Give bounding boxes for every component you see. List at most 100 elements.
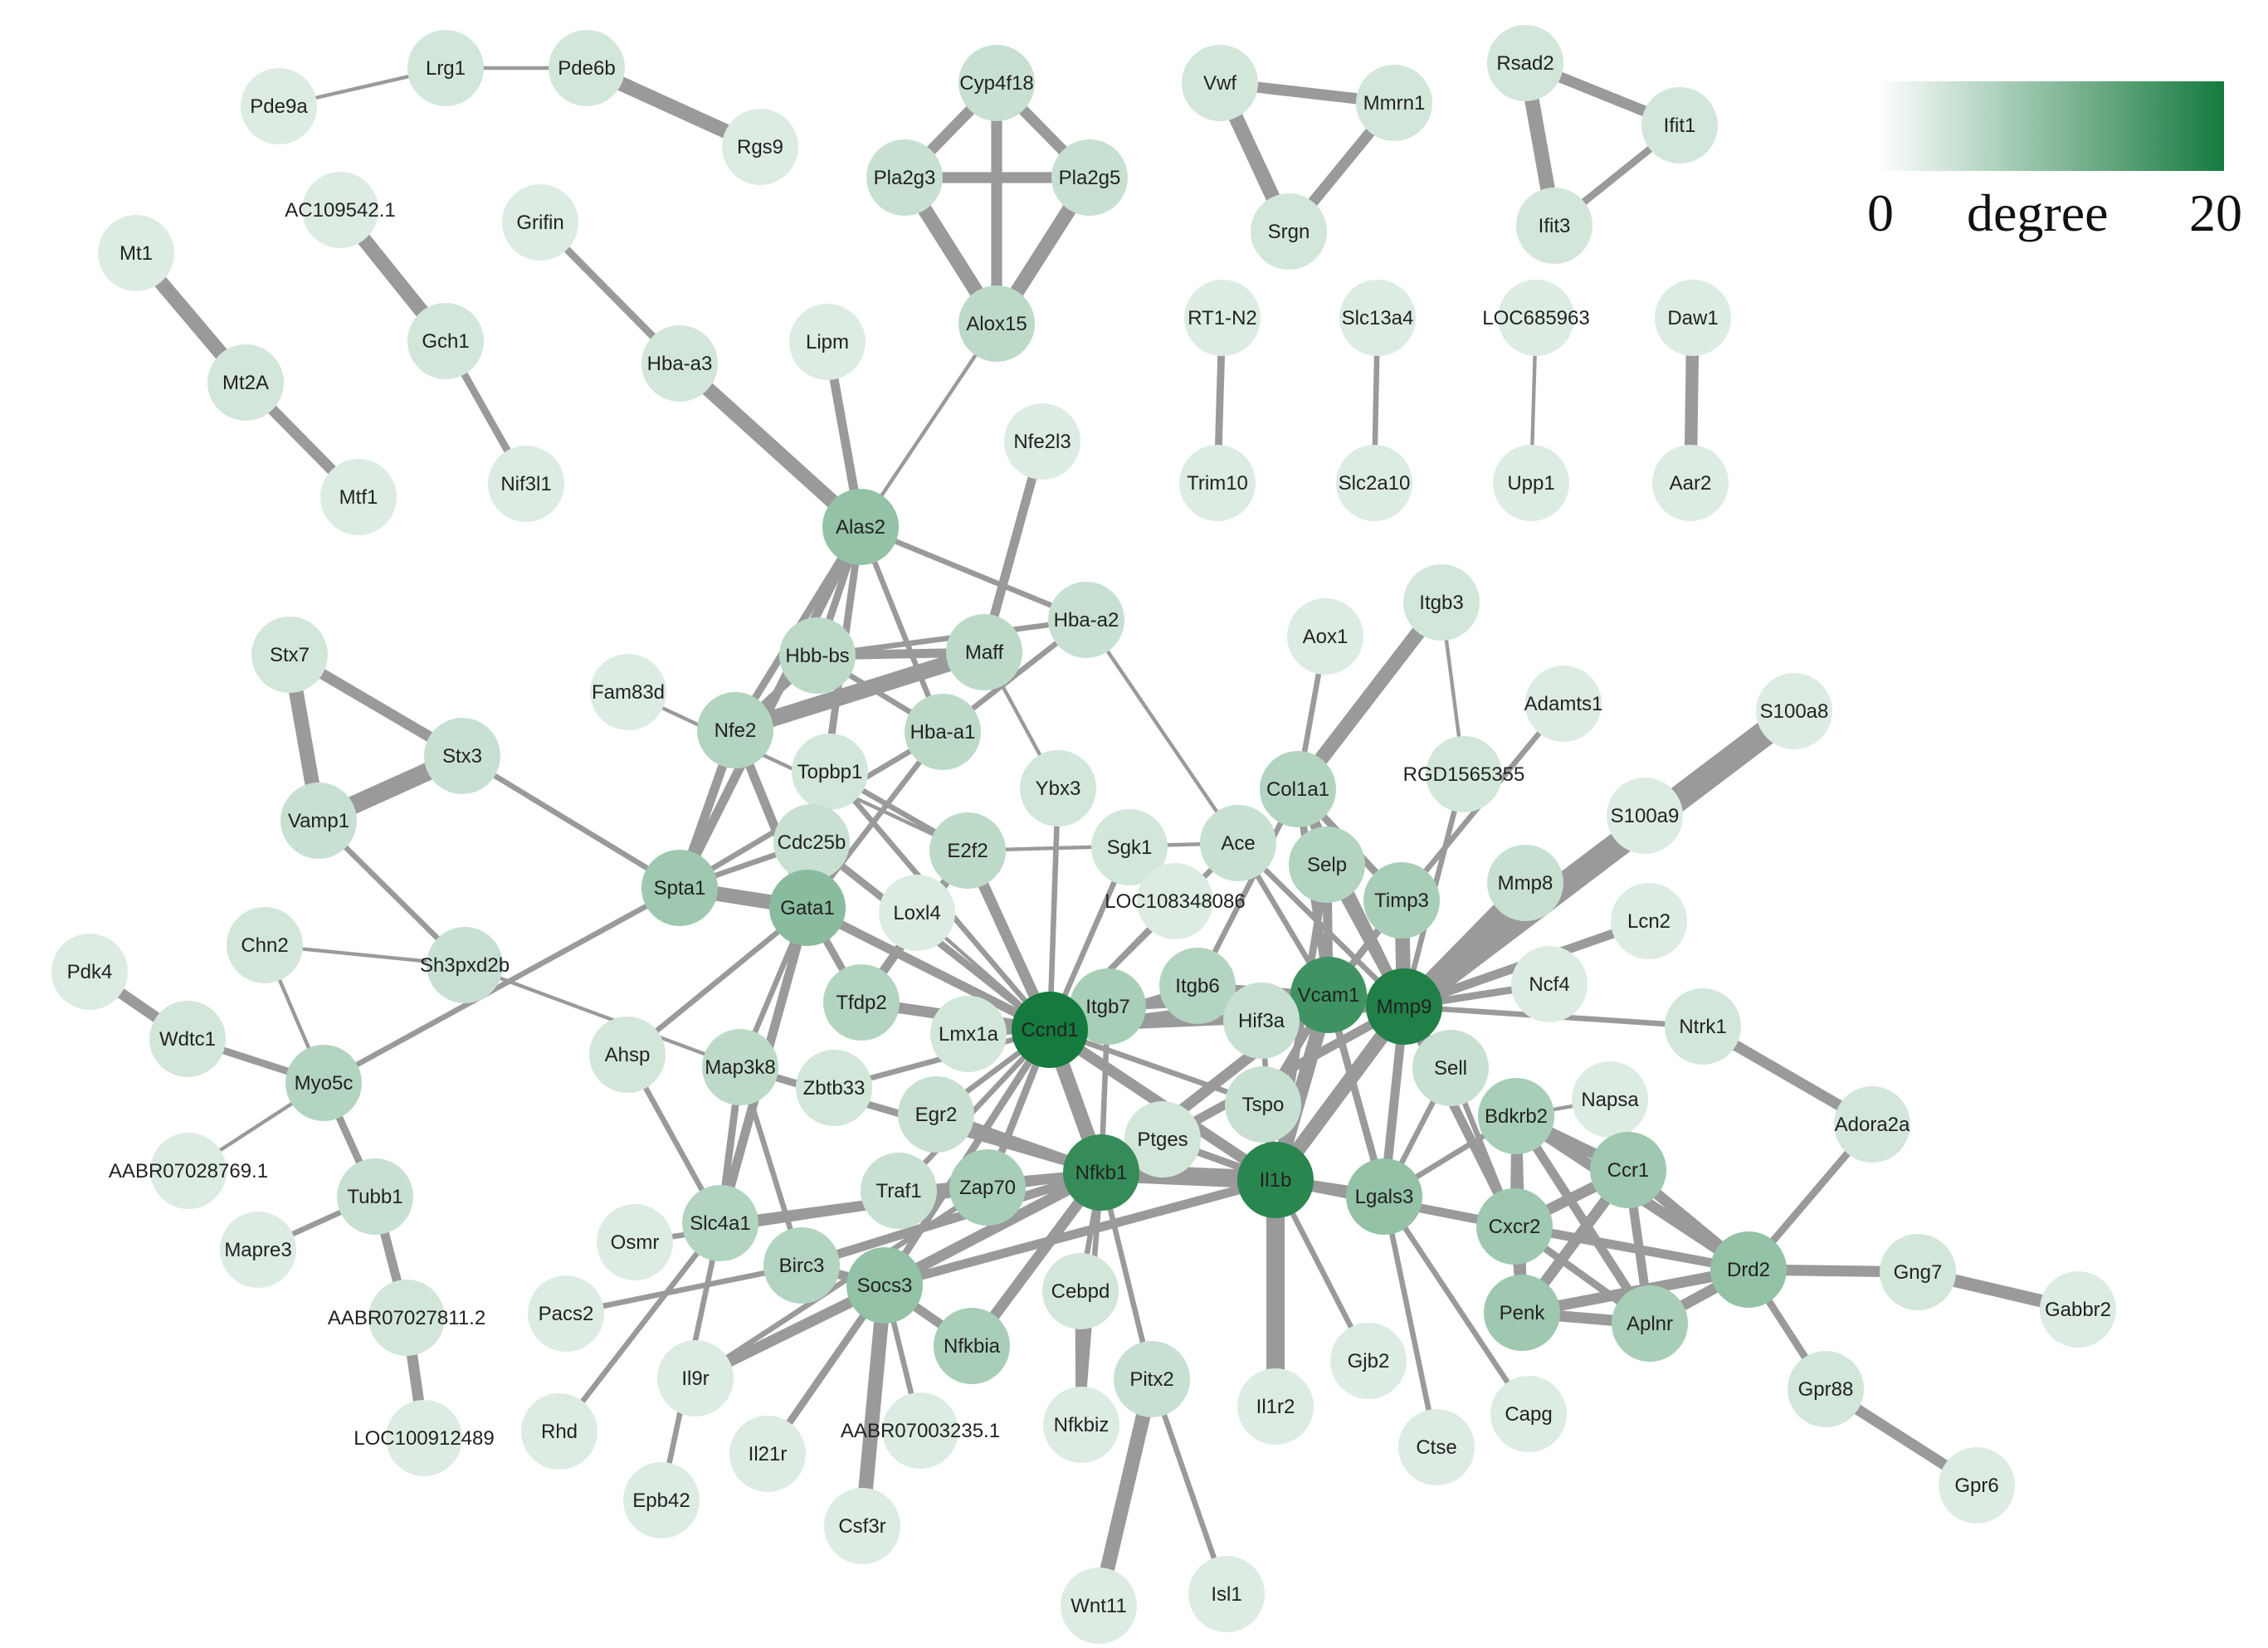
node-zap70[interactable]: Zap70 — [949, 1149, 1026, 1226]
node-hbb-bs[interactable]: Hbb-bs — [779, 617, 856, 694]
node-il1r2[interactable]: Il1r2 — [1237, 1368, 1314, 1445]
node-pde6b[interactable]: Pde6b — [549, 30, 625, 106]
node-adora2a[interactable]: Adora2a — [1834, 1086, 1910, 1163]
node-s100a8[interactable]: S100a8 — [1756, 673, 1832, 749]
node-pdk4[interactable]: Pdk4 — [51, 934, 128, 1010]
node-gch1[interactable]: Gch1 — [407, 303, 484, 379]
node-egr2[interactable]: Egr2 — [898, 1076, 974, 1153]
node-nfe2[interactable]: Nfe2 — [697, 692, 773, 768]
node-traf1[interactable]: Traf1 — [861, 1153, 937, 1229]
node-vamp1[interactable]: Vamp1 — [280, 783, 357, 859]
node-sh3pxd2b[interactable]: Sh3pxd2b — [420, 927, 510, 1003]
node-s100a9[interactable]: S100a9 — [1607, 778, 1683, 854]
node-lipm[interactable]: Lipm — [789, 304, 866, 380]
node-birc3[interactable]: Birc3 — [763, 1227, 840, 1304]
node-ahsp[interactable]: Ahsp — [589, 1017, 666, 1093]
node-lgals3[interactable]: Lgals3 — [1346, 1158, 1422, 1235]
node-ptges[interactable]: Ptges — [1124, 1101, 1201, 1177]
node-col1a1[interactable]: Col1a1 — [1260, 751, 1336, 827]
node-cdc25b[interactable]: Cdc25b — [773, 804, 850, 880]
node-mmp9[interactable]: Mmp9 — [1366, 968, 1442, 1045]
node-lrg1[interactable]: Lrg1 — [407, 30, 484, 106]
node-tspo[interactable]: Tspo — [1225, 1066, 1301, 1143]
node-mtf1[interactable]: Mtf1 — [320, 459, 397, 535]
node-tfdp2[interactable]: Tfdp2 — [823, 964, 900, 1041]
node-myo5c[interactable]: Myo5c — [285, 1045, 362, 1121]
node-cebpd[interactable]: Cebpd — [1042, 1253, 1119, 1329]
node-topbp1[interactable]: Topbp1 — [792, 734, 868, 810]
node-chn2[interactable]: Chn2 — [227, 907, 303, 983]
node-ace[interactable]: Ace — [1200, 805, 1276, 881]
node-daw1[interactable]: Daw1 — [1655, 280, 1731, 356]
node-nfkbiz[interactable]: Nfkbiz — [1043, 1387, 1119, 1463]
node-hba-a3[interactable]: Hba-a3 — [641, 325, 718, 402]
node-capg[interactable]: Capg — [1490, 1376, 1567, 1452]
node-srgn[interactable]: Srgn — [1251, 193, 1327, 270]
node-grifin[interactable]: Grifin — [502, 184, 578, 261]
node-aabr07003235-1[interactable]: AABR07003235.1 — [841, 1392, 1000, 1469]
node-pitx2[interactable]: Pitx2 — [1114, 1341, 1190, 1417]
node-slc4a1[interactable]: Slc4a1 — [682, 1185, 758, 1261]
node-fam83d[interactable]: Fam83d — [590, 654, 666, 730]
node-itgb6[interactable]: Itgb6 — [1159, 948, 1236, 1024]
node-rt1-n2[interactable]: RT1-N2 — [1184, 280, 1261, 356]
node-loxl4[interactable]: Loxl4 — [879, 875, 955, 951]
node-ccr1[interactable]: Ccr1 — [1590, 1132, 1666, 1208]
node-slc2a10[interactable]: Slc2a10 — [1336, 445, 1412, 521]
node-nfkbia[interactable]: Nfkbia — [934, 1308, 1010, 1384]
node-ctse[interactable]: Ctse — [1398, 1409, 1475, 1485]
node-cxcr2[interactable]: Cxcr2 — [1476, 1188, 1553, 1265]
node-rgs9[interactable]: Rgs9 — [722, 109, 798, 185]
node-hba-a2[interactable]: Hba-a2 — [1048, 582, 1124, 658]
node-maff[interactable]: Maff — [946, 614, 1022, 690]
node-bdkrb2[interactable]: Bdkrb2 — [1478, 1078, 1554, 1154]
node-mmrn1[interactable]: Mmrn1 — [1356, 65, 1432, 141]
node-pla2g5[interactable]: Pla2g5 — [1051, 139, 1128, 216]
node-wdtc1[interactable]: Wdtc1 — [149, 1001, 226, 1077]
node-rsad2[interactable]: Rsad2 — [1487, 25, 1563, 101]
node-il1b[interactable]: Il1b — [1237, 1142, 1314, 1218]
node-wnt11[interactable]: Wnt11 — [1061, 1568, 1137, 1644]
node-selp[interactable]: Selp — [1289, 826, 1365, 903]
node-socs3[interactable]: Socs3 — [846, 1247, 923, 1324]
node-zbtb33[interactable]: Zbtb33 — [796, 1050, 872, 1126]
node-map3k8[interactable]: Map3k8 — [702, 1029, 778, 1105]
node-gpr88[interactable]: Gpr88 — [1788, 1351, 1864, 1427]
node-osmr[interactable]: Osmr — [597, 1204, 673, 1280]
node-hba-a1[interactable]: Hba-a1 — [905, 694, 981, 770]
node-sgk1[interactable]: Sgk1 — [1091, 809, 1168, 885]
node-e2f2[interactable]: E2f2 — [929, 812, 1006, 889]
node-ccnd1[interactable]: Ccnd1 — [1012, 992, 1088, 1068]
node-lmx1a[interactable]: Lmx1a — [930, 996, 1007, 1072]
node-alas2[interactable]: Alas2 — [822, 489, 899, 565]
node-aox1[interactable]: Aox1 — [1287, 598, 1363, 675]
node-ntrk1[interactable]: Ntrk1 — [1665, 988, 1741, 1065]
node-nif3l1[interactable]: Nif3l1 — [488, 446, 564, 522]
node-upp1[interactable]: Upp1 — [1493, 445, 1569, 521]
node-il9r[interactable]: Il9r — [657, 1340, 734, 1416]
node-mmp8[interactable]: Mmp8 — [1487, 845, 1563, 921]
node-ifit3[interactable]: Ifit3 — [1516, 188, 1592, 264]
node-pde9a[interactable]: Pde9a — [241, 68, 317, 144]
node-sell[interactable]: Sell — [1412, 1030, 1489, 1106]
node-mt1[interactable]: Mt1 — [98, 215, 174, 291]
node-ac109542-1[interactable]: AC109542.1 — [285, 172, 396, 248]
node-timp3[interactable]: Timp3 — [1363, 862, 1440, 939]
node-itgb3[interactable]: Itgb3 — [1403, 564, 1480, 641]
node-adamts1[interactable]: Adamts1 — [1524, 666, 1603, 742]
node-cyp4f18[interactable]: Cyp4f18 — [958, 45, 1035, 121]
node-gng7[interactable]: Gng7 — [1880, 1234, 1956, 1310]
node-ybx3[interactable]: Ybx3 — [1020, 750, 1096, 826]
node-stx3[interactable]: Stx3 — [424, 718, 500, 794]
node-itgb7[interactable]: Itgb7 — [1070, 968, 1146, 1045]
node-trim10[interactable]: Trim10 — [1179, 445, 1256, 521]
node-lcn2[interactable]: Lcn2 — [1611, 883, 1687, 959]
node-pla2g3[interactable]: Pla2g3 — [866, 139, 943, 216]
node-loc108348086[interactable]: LOC108348086 — [1105, 863, 1246, 939]
node-aplnr[interactable]: Aplnr — [1612, 1285, 1688, 1362]
node-vcam1[interactable]: Vcam1 — [1290, 957, 1367, 1033]
node-alox15[interactable]: Alox15 — [958, 285, 1035, 362]
node-tubb1[interactable]: Tubb1 — [337, 1158, 413, 1235]
node-slc13a4[interactable]: Slc13a4 — [1339, 280, 1416, 356]
node-spta1[interactable]: Spta1 — [641, 850, 718, 926]
